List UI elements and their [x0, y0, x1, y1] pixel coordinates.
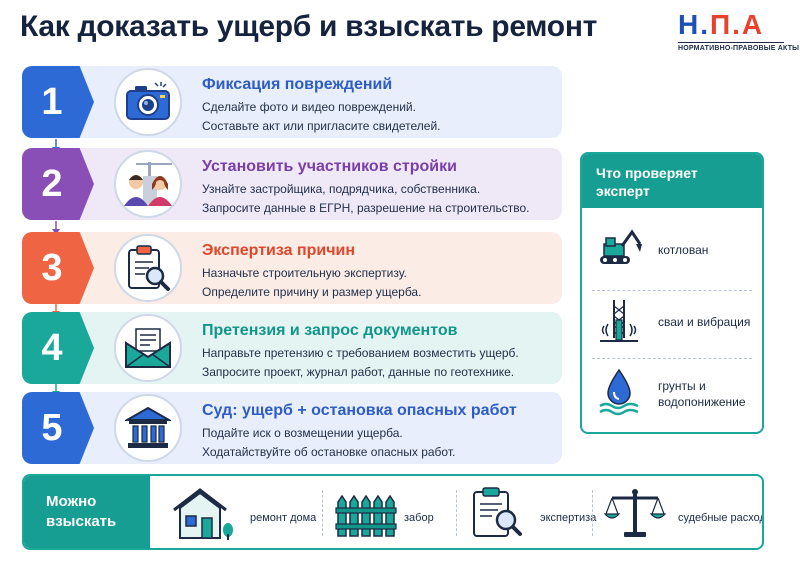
- logo-letter: .: [732, 9, 740, 40]
- logo-letter: П: [710, 9, 731, 40]
- logo-subtitle: НОРМАТИВНО-ПРАВОВЫЕ АКТЫ: [678, 42, 799, 52]
- logo-mark: Н.П.А: [678, 10, 784, 40]
- recoverable-item-label: забор: [404, 512, 434, 524]
- step-title: Претензия и запрос документов: [202, 322, 458, 339]
- recoverable-panel: Можно взыскать ремонт дома забор: [22, 474, 764, 550]
- step-text-line: Узнайте застройщика, подрядчика, собстве…: [202, 182, 481, 196]
- step-title: Экспертиза причин: [202, 242, 356, 259]
- expert-item-label: грунты и водопонижение: [658, 379, 746, 409]
- clipboard-magnifier-icon: [128, 245, 170, 291]
- logo-letter: Н: [678, 9, 699, 40]
- step-icon-circle: [114, 394, 182, 462]
- expert-panel-title: Что проверяет эксперт: [582, 154, 762, 208]
- clipboard-magnifier-icon: [473, 487, 522, 537]
- step-icon-circle: [114, 234, 182, 302]
- divider: [592, 490, 593, 536]
- recoverable-title: Можно взыскать: [24, 476, 150, 548]
- step-text-line: Определите причину и размер ущерба.: [202, 285, 422, 299]
- step-icon-circle: [114, 68, 182, 136]
- people-crane-icon: [124, 162, 172, 206]
- divider: [592, 358, 752, 359]
- step-number: 3: [22, 232, 94, 304]
- expert-item: котлован: [582, 216, 762, 284]
- step-number: 2: [22, 148, 94, 220]
- step-icon-circle: [114, 150, 182, 218]
- recoverable-item-label: ремонт дома: [250, 512, 317, 524]
- step-text-line: Запросите проект, журнал работ, данные п…: [202, 365, 515, 379]
- courthouse-icon: [125, 406, 171, 448]
- pile-vibration-icon: [600, 300, 638, 342]
- camera-icon: [126, 82, 170, 120]
- divider: [456, 490, 457, 536]
- step-title: Суд: ущерб + остановка опасных работ: [202, 402, 517, 419]
- step-text-line: Назначьте строительную экспертизу.: [202, 266, 407, 280]
- step-title: Установить участников стройки: [202, 158, 457, 175]
- recoverable-item-label: экспертиза: [540, 512, 597, 524]
- step-3: 3 Экспертиза причин Назначьте строительн…: [22, 232, 562, 304]
- expert-item-label: котлован: [658, 243, 709, 257]
- divider: [322, 490, 323, 536]
- expert-item: сваи и вибрация: [582, 290, 762, 358]
- step-4: 4 Претензия и запрос документов Направьт…: [22, 312, 562, 384]
- step-number: 1: [22, 66, 94, 138]
- fence-icon: [335, 494, 397, 537]
- envelope-icon: [125, 328, 171, 368]
- logo: Н.П.А НОРМАТИВНО-ПРАВОВЫЕ АКТЫ: [678, 10, 799, 58]
- excavator-icon: [600, 229, 642, 264]
- step-title: Фиксация повреждений: [202, 76, 393, 93]
- step-text-line: Составьте акт или пригласите свидетелей.: [202, 119, 441, 133]
- step-number: 4: [22, 312, 94, 384]
- recoverable-item-label: судебные расходы: [678, 512, 762, 524]
- step-5: 5 Суд: ущерб + остановка опасных работ П…: [22, 392, 562, 464]
- step-number: 5: [22, 392, 94, 464]
- water-drop-icon: [599, 368, 639, 416]
- step-2: 2 Установить участников стройки Узнайте …: [22, 148, 562, 220]
- logo-letter: А: [741, 9, 763, 40]
- expert-item-label: сваи и вибрация: [658, 315, 751, 329]
- step-text-line: Подайте иск о возмещении ущерба.: [202, 426, 403, 440]
- step-text-line: Сделайте фото и видео повреждений.: [202, 100, 416, 114]
- expert-item: грунты и водопонижение: [582, 360, 762, 428]
- page-title: Как доказать ущерб и взыскать ремонт: [20, 10, 598, 43]
- scales-icon: [604, 489, 667, 537]
- step-1: 1 Фиксация повреждений Сделайте фото и в…: [22, 66, 562, 138]
- step-text-line: Направьте претензию с требованием возмес…: [202, 346, 519, 360]
- step-icon-circle: [114, 314, 182, 382]
- step-text-line: Ходатайствуйте об остановке опасных рабо…: [202, 445, 456, 459]
- divider: [592, 290, 752, 291]
- step-text-line: Запросите данные в ЕГРН, разрешение на с…: [202, 201, 530, 215]
- expert-checks-panel: Что проверяет эксперт котлован сваи и в: [580, 152, 764, 434]
- logo-letter: .: [700, 9, 709, 40]
- house-icon: [173, 488, 233, 540]
